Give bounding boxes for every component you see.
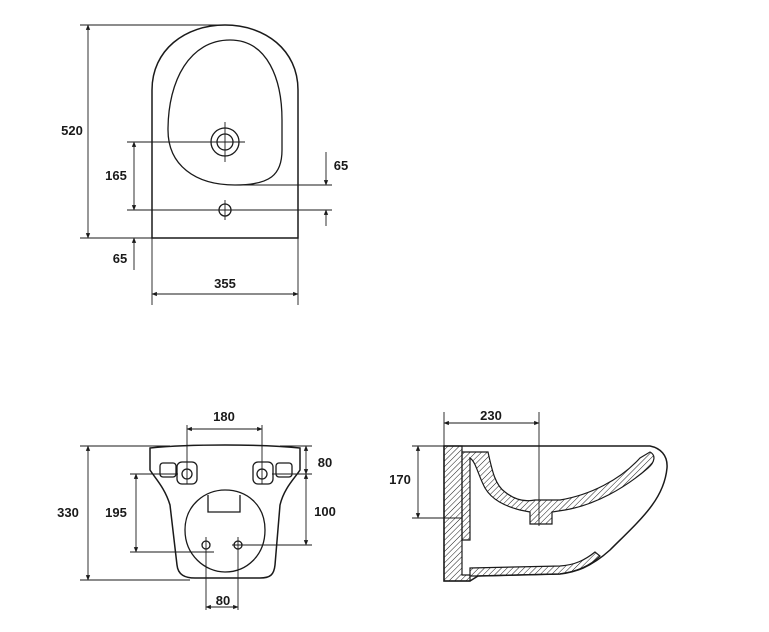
left-fixing-lug bbox=[159, 462, 177, 478]
drain-hole bbox=[205, 122, 245, 162]
dim-label-170: 170 bbox=[389, 472, 411, 487]
inlet-holes bbox=[130, 537, 312, 610]
right-fixing-lug bbox=[275, 462, 293, 478]
dim-label-100: 100 bbox=[314, 504, 336, 519]
bowl-opening bbox=[167, 39, 283, 186]
left-bolt-hole bbox=[176, 425, 198, 485]
right-bolt-hole bbox=[252, 425, 274, 485]
dim-label-165: 165 bbox=[105, 168, 127, 183]
base-hatch bbox=[469, 551, 601, 577]
bowl-wall-hatch bbox=[461, 451, 655, 541]
dim-label-195: 195 bbox=[105, 505, 127, 520]
top-view: 520 165 65 65 355 bbox=[61, 24, 348, 305]
dim-label-355: 355 bbox=[214, 276, 236, 291]
dim-label-65-right: 65 bbox=[334, 158, 348, 173]
trap-outline bbox=[207, 495, 241, 513]
dim-label-80-right: 80 bbox=[318, 455, 332, 470]
dim-label-65-bottom: 65 bbox=[113, 251, 127, 266]
dim-label-230: 230 bbox=[480, 408, 502, 423]
dim-label-520: 520 bbox=[61, 123, 83, 138]
side-view: 230 170 bbox=[389, 408, 668, 582]
front-view: 330 180 80 195 100 80 bbox=[57, 409, 336, 610]
dim-label-180: 180 bbox=[213, 409, 235, 424]
bowl-shape bbox=[184, 489, 266, 573]
dim-label-330: 330 bbox=[57, 505, 79, 520]
dim-label-80-bottom: 80 bbox=[216, 593, 230, 608]
